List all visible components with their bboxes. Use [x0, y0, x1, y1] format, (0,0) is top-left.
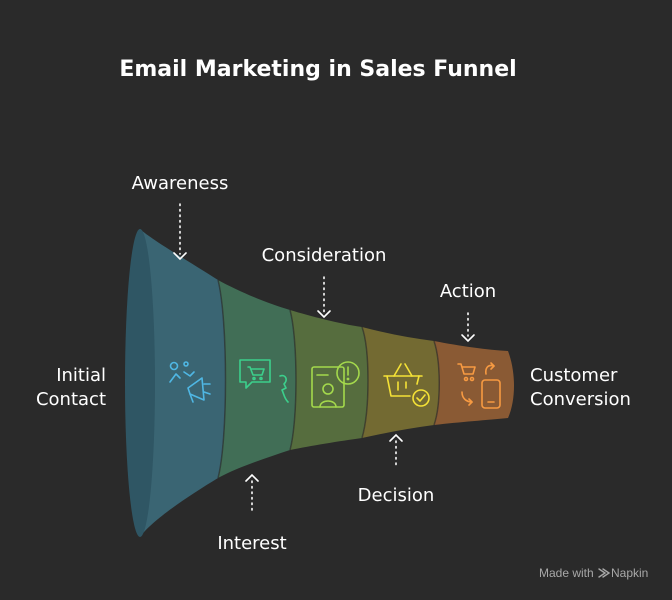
label-awareness: Awareness: [132, 173, 229, 194]
funnel-mouth: [125, 229, 155, 537]
basket-check-icon: [383, 363, 430, 407]
funnel-segment-action: [434, 341, 514, 425]
label-decision: Decision: [358, 485, 435, 506]
funnel-segment-interest: [218, 280, 296, 478]
funnel-segment-awareness: [140, 229, 226, 537]
awareness-arrowhead: [173, 252, 187, 261]
chat-cart-icon: [239, 359, 289, 403]
label-interest: Interest: [217, 533, 286, 554]
funnel-segment-consideration: [290, 310, 368, 450]
funnel-segment-decision: [362, 327, 440, 438]
label-initial-contact-line2: Contact: [36, 389, 106, 410]
label-customer-conversion-line2: Conversion: [530, 389, 631, 410]
label-customer-conversion-line1: Customer: [530, 365, 618, 386]
watermark-prefix: Made with: [539, 566, 594, 580]
megaphone-people-icon: [169, 361, 211, 403]
funnel: [125, 229, 514, 537]
label-initial-contact-line1: Initial: [56, 365, 106, 386]
label-action: Action: [440, 281, 496, 302]
diagram-title: Email Marketing in Sales Funnel: [119, 57, 516, 82]
person-alert-icon: [311, 361, 360, 408]
watermark-brand: Napkin: [611, 566, 648, 580]
interest-arrowhead: [245, 473, 259, 482]
decision-arrowhead: [389, 433, 403, 442]
label-consideration: Consideration: [262, 245, 387, 266]
cart-phone-icon: [457, 362, 501, 409]
consideration-arrowhead: [317, 310, 331, 319]
action-arrowhead: [461, 334, 475, 343]
napkin-logo-icon: [598, 568, 611, 578]
